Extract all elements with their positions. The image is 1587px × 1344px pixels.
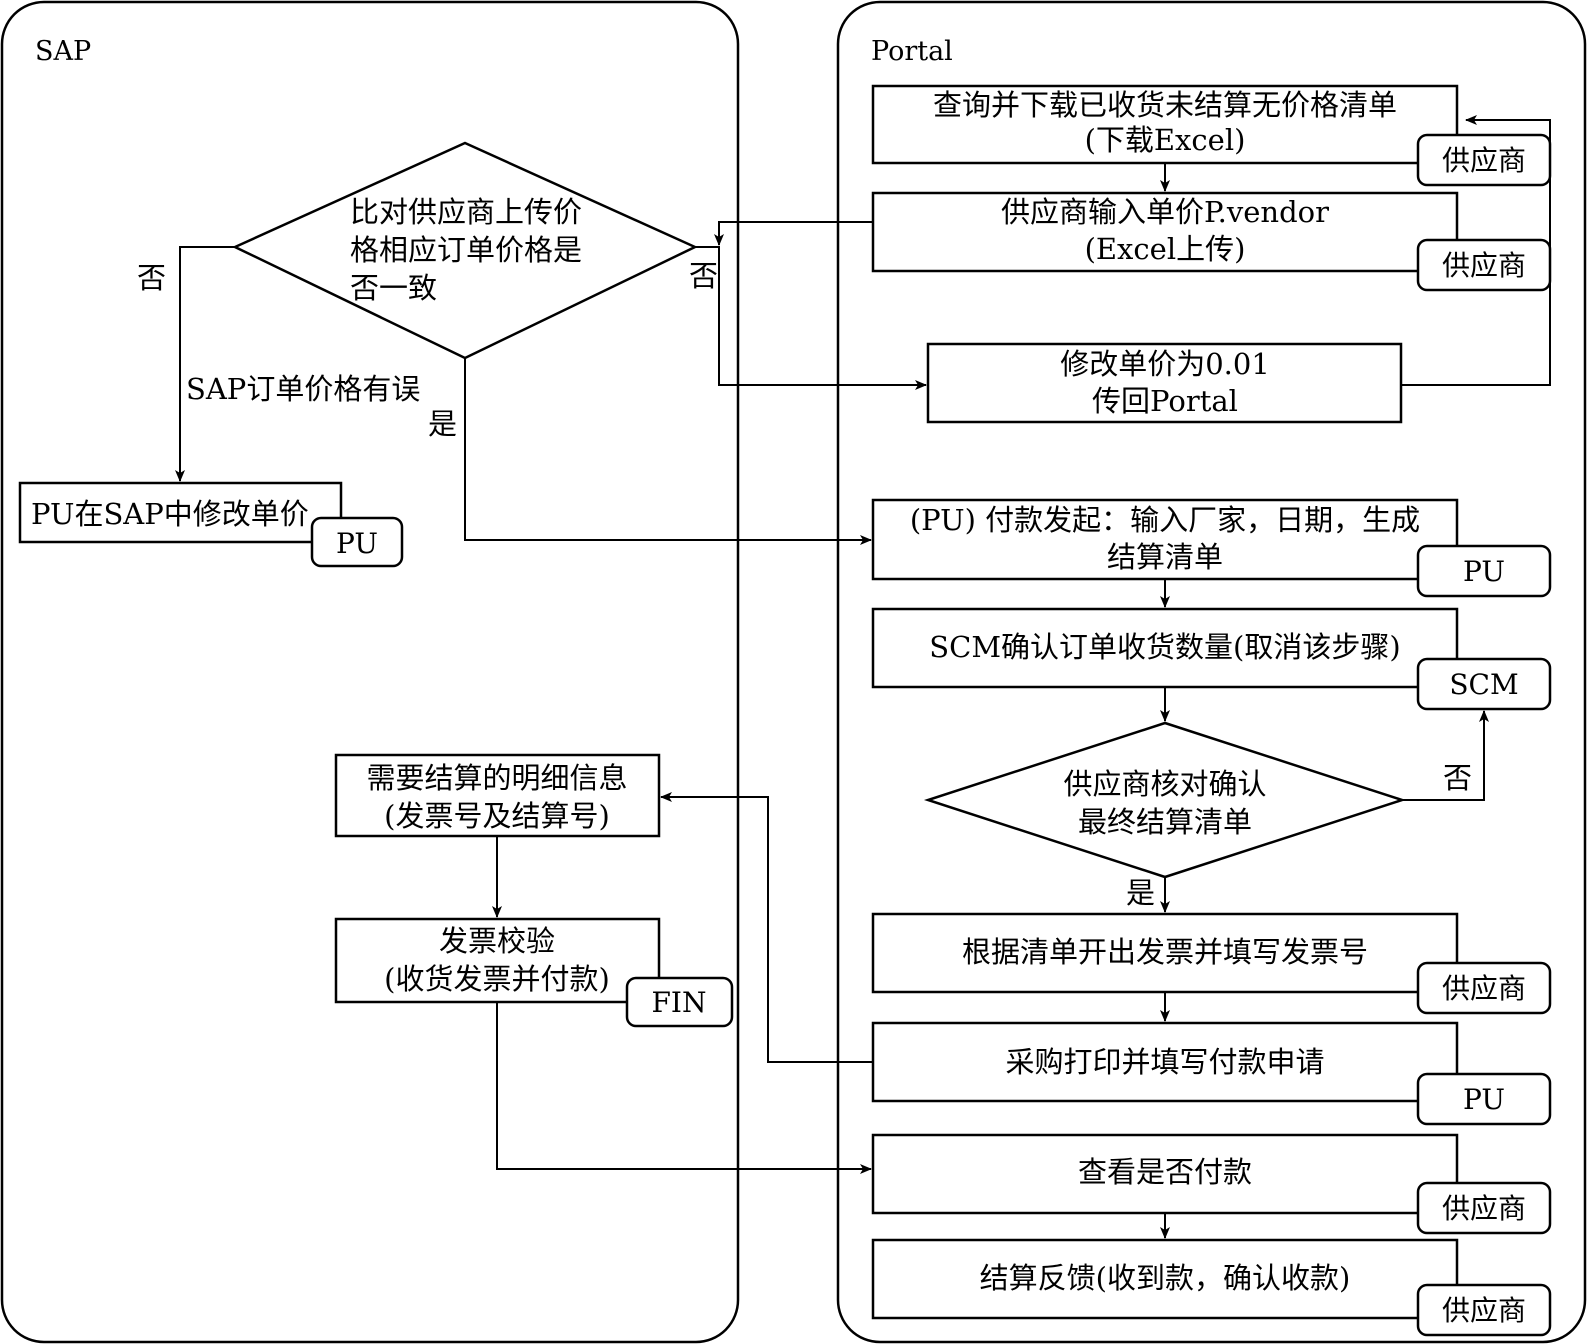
vendor-check-yes-label: 是 [1126, 876, 1155, 910]
compare-no-right-label: 否 [689, 259, 718, 293]
supplier-role-tag [1416, 1181, 1552, 1235]
supplier-role-label: 供应商 [1442, 249, 1526, 282]
print-request-to-detail-arrow [660, 792, 873, 1063]
compare-no-to-pu-modify-arrow [175, 246, 235, 482]
scm-confirm-label: SCM确认订单收货数量(取消该步骤) [929, 630, 1400, 664]
vendor-check-line-1: 供应商核对确认 [1063, 767, 1266, 801]
pu-role-tag [1416, 544, 1552, 598]
compare-price-line-1: 比对供应商上传价 [350, 195, 582, 229]
sap-price-error-label: SAP订单价格有误 [186, 372, 420, 406]
sap-lane [0, 0, 740, 1344]
supplier-role-tag [1416, 1283, 1552, 1337]
print-request-label: 采购打印并填写付款申请 [1005, 1045, 1324, 1079]
compare-no-left-label: 否 [137, 261, 166, 295]
set-price-box [926, 342, 1403, 424]
fin-role-tag [625, 976, 734, 1028]
compare-price-line-3: 否一致 [350, 271, 437, 305]
supplier-role-label: 供应商 [1442, 1294, 1526, 1327]
query-download-line-2: (下载Excel) [1085, 123, 1246, 157]
supplier-role-label: 供应商 [1442, 144, 1526, 177]
sap-lane-title: SAP [35, 36, 91, 67]
pu-role-label: PU [1463, 1083, 1505, 1116]
portal-lane [836, 0, 1587, 1344]
set-price-line-1: 修改单价为0.01 [1060, 347, 1270, 381]
compare-no-to-set-price-arrow [695, 246, 927, 390]
scm-role-label: SCM [1449, 668, 1518, 701]
compare-yes-label: 是 [428, 407, 457, 441]
pu-modify-price-label: PU在SAP中修改单价 [31, 497, 309, 531]
invoice-verify-to-check-payment-arrow [496, 1002, 872, 1174]
vendor-check-line-2: 最终结算清单 [1078, 805, 1252, 839]
input-price-box [871, 191, 1459, 273]
pu-modify-price-box [18, 481, 343, 544]
check-payment-label: 查看是否付款 [1078, 1155, 1252, 1189]
vendor-check-no-label: 否 [1443, 761, 1472, 795]
query-download-line-1: 查询并下载已收货未结算无价格清单 [933, 88, 1397, 122]
payment-start-line-2: 结算清单 [1107, 540, 1223, 574]
settlement-feedback-box [871, 1238, 1459, 1320]
portal-lane-title: Portal [871, 36, 953, 67]
pu-role-tag [310, 516, 404, 568]
compare-price-line-2: 格相应订单价格是 [350, 233, 582, 267]
pu-role-tag [1416, 1072, 1552, 1126]
settlement-detail-line-1: 需要结算的明细信息 [366, 761, 627, 795]
pu-role-label: PU [1463, 555, 1505, 588]
set-price-line-2: 传回Portal [1092, 384, 1238, 418]
fin-role-label: FIN [652, 986, 707, 1019]
vendor-check-no-to-scm-arrow [1402, 710, 1489, 801]
input-price-line-1: 供应商输入单价P.vendor [1001, 195, 1329, 229]
settlement-feedback-label: 结算反馈(收到款，确认收款) [980, 1261, 1351, 1295]
scm-role-tag [1416, 657, 1552, 711]
supplier-role-label: 供应商 [1442, 1192, 1526, 1225]
input-price-line-2: (Excel上传) [1085, 232, 1246, 266]
supplier-role-tag [1416, 961, 1552, 1015]
invoice-verify-line-1: 发票校验 [439, 924, 555, 958]
input-price-to-compare-arrow [714, 221, 873, 246]
invoice-verify-line-2: (收货发票并付款) [384, 962, 610, 996]
pu-role-label: PU [336, 527, 378, 560]
settlement-detail-line-2: (发票号及结算号) [384, 799, 610, 833]
compare-yes-to-payment-start-arrow [464, 358, 872, 545]
set-price-to-query-arrow [1401, 115, 1551, 386]
supplier-role-label: 供应商 [1442, 972, 1526, 1005]
payment-start-line-1: (PU) 付款发起：输入厂家，日期，生成 [910, 503, 1420, 537]
issue-invoice-label: 根据清单开出发票并填写发票号 [962, 935, 1368, 969]
